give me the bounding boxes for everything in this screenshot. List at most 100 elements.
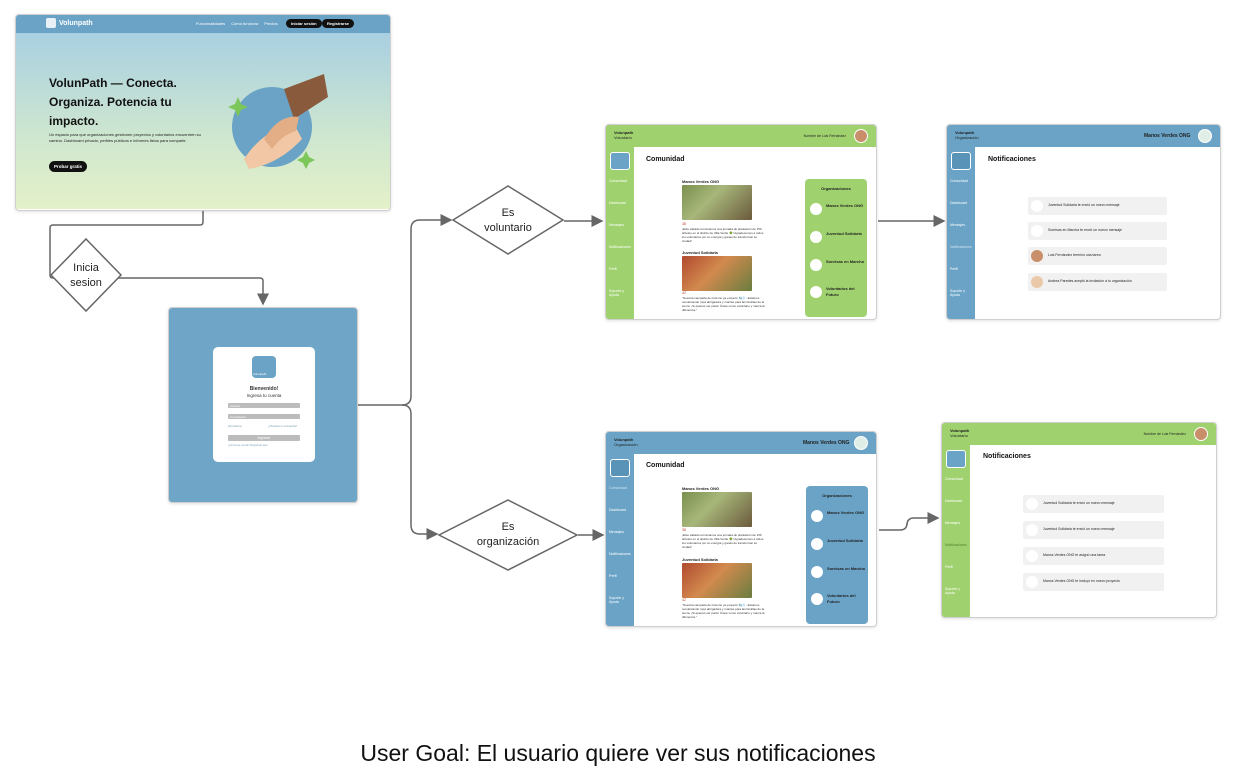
landing-headline: VolunPath — Conecta. Organiza. Potencia … xyxy=(49,76,177,128)
sidebar-item-mensajes[interactable]: Mensajes xyxy=(609,530,624,534)
sidebar-item-soporte[interactable]: Soporte y Ayuda xyxy=(609,289,624,297)
sidebar-item-dashboard[interactable]: Dashboard xyxy=(945,499,963,503)
org-item[interactable]: Voluntarios del Futuro xyxy=(810,286,868,302)
sidebar-item-mensajes[interactable]: Mensajes xyxy=(945,521,960,525)
register-nav-button[interactable]: Registrarse xyxy=(322,19,355,28)
sidebar-item-soporte[interactable]: Soporte y Ayuda xyxy=(609,596,624,604)
notification-text: Juventud Solidaria te envió un nuevo men… xyxy=(1043,501,1115,505)
org-name: Voluntarios del Futuro xyxy=(827,593,856,604)
sidebar-item-soporte[interactable]: Soporte y Ayuda xyxy=(950,289,965,297)
sidebar-item-perfil[interactable]: Perfil xyxy=(609,267,617,271)
post-text: ¡Este sábado terminamos una jornada de p… xyxy=(682,533,764,549)
user-avatar[interactable] xyxy=(854,436,868,450)
org-item[interactable]: Manos Verdes ONG xyxy=(810,203,868,219)
sidebar-item-perfil[interactable]: Perfil xyxy=(609,574,617,578)
org-item[interactable]: Juventud Solidaria xyxy=(810,231,868,247)
post-likes[interactable]: 38 xyxy=(682,528,686,532)
sidebar-item-comunidad[interactable]: Comunidad xyxy=(945,477,963,481)
post-author[interactable]: Juventud Solidaria xyxy=(682,557,718,562)
post-author[interactable]: Juventud Solidaria xyxy=(682,250,718,255)
notification-text: Sonrisas en Marcha te envió un nuevo men… xyxy=(1048,228,1122,232)
forgot-password-link[interactable]: ¿Olvidaste tu contraseña? xyxy=(268,425,298,428)
sidebar-item-dashboard[interactable]: Dashboard xyxy=(609,201,627,205)
user-avatar[interactable] xyxy=(1198,129,1212,143)
org-logo-icon xyxy=(811,538,823,550)
notification-item[interactable]: Manos Verdes ONG te incluyó en nuevo pro… xyxy=(1023,573,1164,591)
post-likes[interactable]: 42 xyxy=(682,291,686,295)
sidebar-item-notificaciones[interactable]: Notificaciones xyxy=(950,245,972,249)
sidebar-item-soporte[interactable]: Soporte y Ayuda xyxy=(945,587,960,595)
volunteer-decision-line-1: Es xyxy=(501,207,515,219)
notification-item[interactable]: Manos Verdes ONG te asignó una tarea xyxy=(1023,547,1164,565)
sidebar-item-notificaciones[interactable]: Notificaciones xyxy=(609,245,631,249)
sidebar-item-mensajes[interactable]: Mensajes xyxy=(950,223,965,227)
brand-name: Volunpath xyxy=(614,130,634,135)
sidebar-item-comunidad[interactable]: Comunidad xyxy=(609,486,627,490)
nav-link-how[interactable]: Cómo funciona xyxy=(231,21,259,26)
register-link[interactable]: ¿No tienes cuenta? Regístrate aquí xyxy=(228,444,268,447)
post-likes[interactable]: 38 xyxy=(682,222,686,226)
sidebar-item-dashboard[interactable]: Dashboard xyxy=(609,508,627,512)
sidebar-item-dashboard[interactable]: Dashboard xyxy=(950,201,968,205)
notification-item[interactable]: Juventud Solidaria te envió un nuevo men… xyxy=(1023,495,1164,513)
user-avatar xyxy=(1031,250,1043,262)
volunpath-logo-icon xyxy=(610,152,630,170)
notification-item[interactable]: Juventud Solidaria te envió un nuevo men… xyxy=(1028,197,1167,215)
login-card: Volunpath Bienvenido! Ingresa tu cuenta … xyxy=(213,347,315,462)
nav-link-pricing[interactable]: Precios xyxy=(264,21,278,26)
notification-item[interactable]: Juventud Solidaria te envió un nuevo men… xyxy=(1023,521,1164,539)
sidebar-item-comunidad[interactable]: Comunidad xyxy=(609,179,627,183)
org-item[interactable]: Manos Verdes ONG xyxy=(811,510,869,526)
notification-item[interactable]: Sonrisas en Marcha te envió un nuevo men… xyxy=(1028,222,1167,240)
post-image xyxy=(682,185,752,220)
landing-description: Un espacio para que organizaciones gesti… xyxy=(49,132,201,143)
volunteer-decision-label: Es voluntario xyxy=(463,206,553,236)
sidebar-item-notificaciones[interactable]: Notificaciones xyxy=(609,552,631,556)
org-item[interactable]: Sonrisas en Marcha xyxy=(811,566,869,582)
page-title: Comunidad xyxy=(646,156,685,163)
org-logo-icon xyxy=(810,231,822,243)
remember-me-checkbox[interactable]: Recordarme xyxy=(228,425,242,428)
post-likes[interactable]: 42 xyxy=(682,598,686,602)
login-submit-button[interactable]: Ingresar xyxy=(228,435,300,441)
user-avatar xyxy=(1031,276,1043,288)
handshake-illustration xyxy=(228,74,328,169)
notification-text: Manos Verdes ONG te incluyó en nuevo pro… xyxy=(1043,579,1120,583)
login-nav-button[interactable]: Iniciar sesión xyxy=(286,19,322,28)
org-logo-icon xyxy=(1026,550,1038,562)
org-item[interactable]: Voluntarios del Futuro xyxy=(811,593,869,609)
org-logo-icon xyxy=(810,286,822,298)
volunpath-logo-icon xyxy=(46,18,56,28)
password-field[interactable]: Contraseña xyxy=(228,414,300,419)
post-author[interactable]: Manos Verdes ONG xyxy=(682,486,720,491)
sidebar-item-perfil[interactable]: Perfil xyxy=(945,565,953,569)
username-field[interactable]: Usuario xyxy=(228,403,300,408)
post-text: “Nuestra campaña de invierno ya empezó 🧤… xyxy=(682,603,765,619)
user-avatar[interactable] xyxy=(1194,427,1208,441)
org-name: Voluntarios del Futuro xyxy=(826,286,855,297)
org-item[interactable]: Sonrisas en Marcha xyxy=(810,259,868,275)
notification-item[interactable]: Luis Fernández terminó una tarea xyxy=(1028,247,1167,265)
nav-link-features[interactable]: Funcionalidades xyxy=(196,21,226,26)
org-item[interactable]: Juventud Solidaria xyxy=(811,538,869,554)
user-avatar[interactable] xyxy=(854,129,868,143)
notification-item[interactable]: Andrea Paredes aceptó la invitación a tu… xyxy=(1028,273,1167,291)
post-author[interactable]: Manos Verdes ONG xyxy=(682,179,720,184)
organization-decision-label: Es organización xyxy=(453,520,563,550)
sidebar-item-comunidad[interactable]: Comunidad xyxy=(950,179,968,183)
org-logo-icon xyxy=(810,259,822,271)
sidebar-item-perfil[interactable]: Perfil xyxy=(950,267,958,271)
landing-logo: Volunpath xyxy=(46,18,93,28)
login-decision-line-1: Inicia xyxy=(73,262,99,274)
page-title: Notificaciones xyxy=(988,156,1036,163)
sidebar-item-notificaciones[interactable]: Notificaciones xyxy=(945,543,967,547)
try-free-button[interactable]: Probar gratis xyxy=(49,161,88,172)
sidebar-item-mensajes[interactable]: Mensajes xyxy=(609,223,624,227)
volunpath-logo-icon xyxy=(951,152,971,170)
org-name: Juventud Solidaria xyxy=(827,538,863,543)
user-goal-caption: User Goal: El usuario quiere ver sus not… xyxy=(360,740,876,766)
organizations-panel: Organizaciones Manos Verdes ONG Juventud… xyxy=(806,486,868,624)
